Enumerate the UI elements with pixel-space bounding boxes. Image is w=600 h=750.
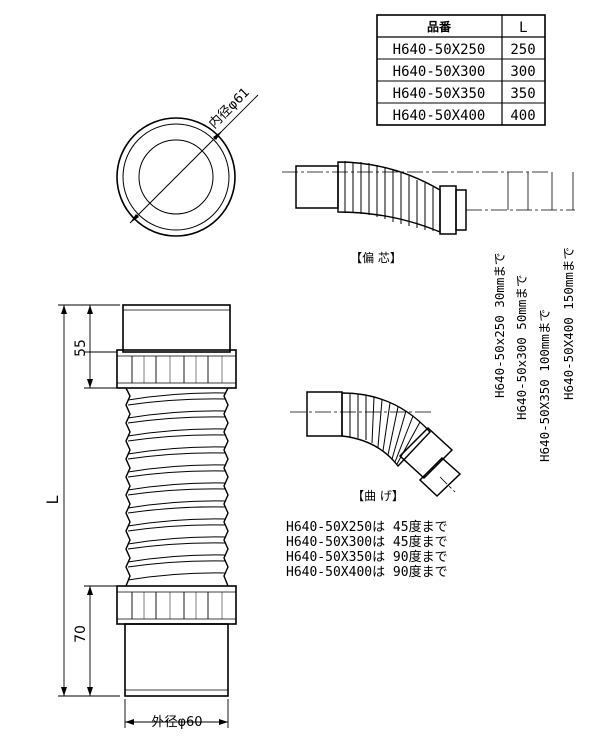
table-header-part-number: 品番 xyxy=(427,19,452,34)
top-view: 内径φ61 xyxy=(116,84,259,237)
offset-view: 【偏 芯】 H640-50x250 30mmまで H640-50x300 50m… xyxy=(282,161,576,462)
offset-note: H640-50x300 50mmまで xyxy=(514,275,529,420)
table-header-length: L xyxy=(519,20,527,36)
table-cell: 350 xyxy=(510,86,535,102)
table-cell: 400 xyxy=(510,108,535,124)
offset-note: H640-50X350 100mmまで xyxy=(537,309,552,462)
table-cell: H640-50X400 xyxy=(393,108,486,124)
offset-note: H640-50x250 30mmまで xyxy=(492,253,507,398)
table-cell: 300 xyxy=(510,64,535,80)
bend-note: H640-50X250は 45度まで xyxy=(286,519,448,535)
front-view: L 55 70 外径φ60 xyxy=(43,304,237,730)
table-cell: H640-50X300 xyxy=(393,64,486,80)
offset-note: H640-50X400 150mmまで xyxy=(561,247,576,400)
table-cell: 250 xyxy=(510,42,535,58)
bend-note: H640-50X400は 90度まで xyxy=(286,564,448,580)
length-label: L xyxy=(43,495,62,504)
bend-note: H640-50X300は 45度まで xyxy=(286,534,448,550)
offset-caption: 【偏 芯】 xyxy=(350,250,402,265)
bend-caption: 【曲 げ】 xyxy=(352,489,404,503)
bend-note: H640-50X350は 90度まで xyxy=(286,549,448,565)
outer-diameter-label: 外径φ60 xyxy=(151,715,202,730)
table-cell: H640-50X250 xyxy=(393,42,486,58)
bend-view: 【曲 げ】 H640-50X250は 45度まで H640-50X300は 45… xyxy=(286,391,462,580)
spec-table: 品番 L H640-50X250 250 H640-50X300 300 H64… xyxy=(376,14,546,126)
table-cell: H640-50X350 xyxy=(393,86,486,102)
bottom-dimension: 70 xyxy=(73,625,89,643)
corrugated-hose xyxy=(125,387,229,587)
top-dimension: 55 xyxy=(73,339,89,357)
inner-diameter-label: 内径φ61 xyxy=(206,84,253,131)
